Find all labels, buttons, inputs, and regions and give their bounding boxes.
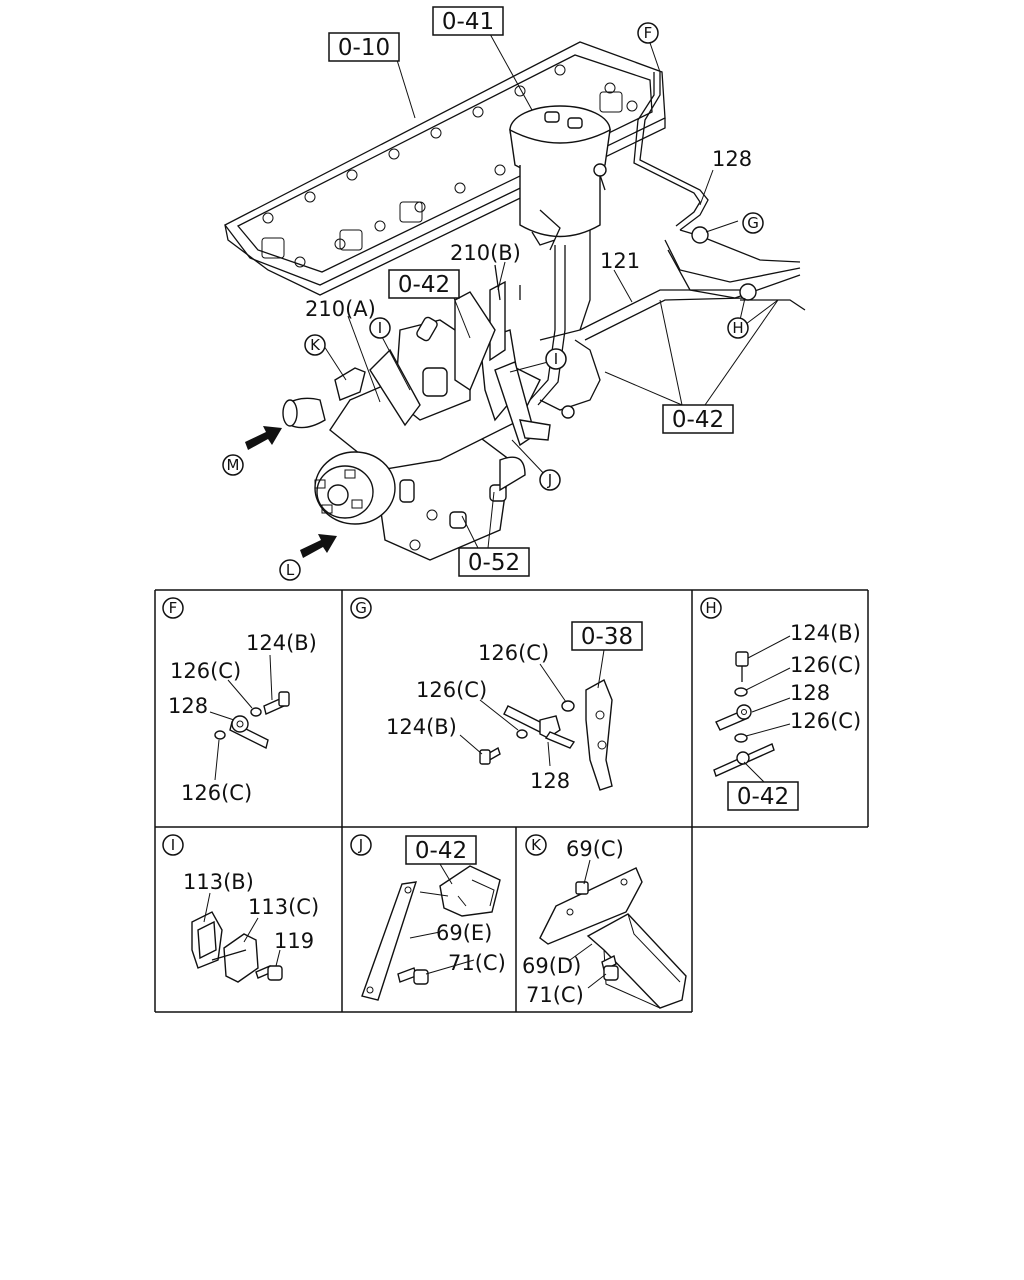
detail-g-marker: G <box>350 597 372 619</box>
callout-i-right: I <box>545 348 567 370</box>
detail-h-marker: H <box>700 597 722 619</box>
svg-text:G: G <box>747 214 759 232</box>
main-assembly-view: 0-10 0-41 0-42 0-42 0-52 128 121 210(A) … <box>222 6 806 581</box>
svg-text:I: I <box>378 319 382 337</box>
detail-h-ref-box: 0-42 <box>727 781 799 811</box>
detail-g-ref-text: 0-38 <box>581 624 633 650</box>
detail-f-label-126c-top: 126(C) <box>170 659 241 683</box>
callout-k: K <box>304 334 326 356</box>
detail-j-ref-box: 0-42 <box>405 835 477 865</box>
detail-g-ref-box: 0-38 <box>571 621 643 651</box>
callout-f: F <box>637 22 659 44</box>
detail-j-label-71c: 71(C) <box>448 951 506 975</box>
detail-grid <box>154 589 869 1013</box>
ref-0-52-text: 0-52 <box>468 550 520 576</box>
svg-text:K: K <box>531 836 542 854</box>
detail-k-label-69c: 69(C) <box>566 837 624 861</box>
detail-j-marker: J <box>350 834 372 856</box>
detail-h-label-124b: 124(B) <box>790 621 861 645</box>
detail-f-marker: F <box>162 597 184 619</box>
svg-text:I: I <box>554 350 558 368</box>
ref-box-0-52: 0-52 <box>458 547 530 577</box>
detail-k-label-69d: 69(D) <box>522 954 581 978</box>
svg-text:G: G <box>355 599 367 617</box>
detail-g: G 0-38 126(C) 126(C) 124(B) 128 <box>350 597 643 793</box>
detail-f-label-128: 128 <box>168 694 208 718</box>
detail-h-label-126c-top: 126(C) <box>790 653 861 677</box>
detail-k-label-71c: 71(C) <box>526 983 584 1007</box>
svg-text:I: I <box>171 836 175 854</box>
detail-g-label-124b: 124(B) <box>386 715 457 739</box>
detail-f-label-124b: 124(B) <box>246 631 317 655</box>
ref-0-42-right-text: 0-42 <box>672 407 724 433</box>
detail-j-label-69e: 69(E) <box>436 921 492 945</box>
callout-m: M <box>222 454 244 476</box>
svg-text:L: L <box>286 561 295 579</box>
detail-h: H 0-42 124(B) 126(C) 128 126(C) <box>700 597 861 811</box>
svg-text:F: F <box>644 24 653 42</box>
ref-0-42-upper-text: 0-42 <box>398 272 450 298</box>
detail-g-label-128: 128 <box>530 769 570 793</box>
engine-cover-drawing <box>224 41 666 296</box>
label-210a: 210(A) <box>305 297 376 321</box>
detail-h-label-128: 128 <box>790 681 830 705</box>
detail-i-label-113b: 113(B) <box>183 870 254 894</box>
detail-k-marker: K <box>525 834 547 856</box>
detail-k: K 69(C) 69(D) 71(C) <box>522 834 687 1009</box>
detail-f-label-126c-bottom: 126(C) <box>181 781 252 805</box>
label-210b: 210(B) <box>450 241 521 265</box>
svg-text:M: M <box>227 456 240 474</box>
callout-h: H <box>727 317 749 339</box>
ref-box-0-42-right: 0-42 <box>662 404 734 434</box>
brackets-drawing <box>334 264 551 447</box>
arrow-m-drawing <box>245 426 282 450</box>
detail-j: J 0-42 69(E) 71(C) <box>350 834 506 1001</box>
ref-0-10-text: 0-10 <box>338 35 390 61</box>
detail-f: F 124(B) 126(C) 128 126(C) <box>162 597 317 805</box>
detail-i-label-113c: 113(C) <box>248 895 319 919</box>
svg-text:F: F <box>169 599 178 617</box>
arrow-l-drawing <box>300 534 337 558</box>
callout-g: G <box>742 212 764 234</box>
detail-i-marker: I <box>162 834 184 856</box>
label-128-main: 128 <box>712 147 752 171</box>
svg-text:K: K <box>310 336 321 354</box>
detail-h-label-126c-bottom: 126(C) <box>790 709 861 733</box>
detail-g-label-126c-top: 126(C) <box>478 641 549 665</box>
label-121-main: 121 <box>600 249 640 273</box>
svg-text:H: H <box>705 599 716 617</box>
detail-i-label-119: 119 <box>274 929 314 953</box>
svg-text:J: J <box>358 836 363 854</box>
detail-j-ref-text: 0-42 <box>415 838 467 864</box>
ref-box-0-42-upper: 0-42 <box>388 269 460 299</box>
callout-l: L <box>279 559 301 581</box>
callout-j: J <box>539 469 561 491</box>
fuel-filter-drawing <box>509 105 611 251</box>
detail-h-ref-text: 0-42 <box>737 784 789 810</box>
main-leader-lines <box>323 33 779 549</box>
ref-0-41-text: 0-41 <box>442 9 494 35</box>
detail-g-label-126c-mid: 126(C) <box>416 678 487 702</box>
svg-text:H: H <box>732 319 743 337</box>
ref-box-0-10: 0-10 <box>328 32 400 62</box>
detail-i: I 113(B) 113(C) 119 <box>162 834 319 983</box>
callout-i-left: I <box>369 317 391 339</box>
svg-text:J: J <box>547 471 552 489</box>
ref-box-0-41: 0-41 <box>432 6 504 36</box>
